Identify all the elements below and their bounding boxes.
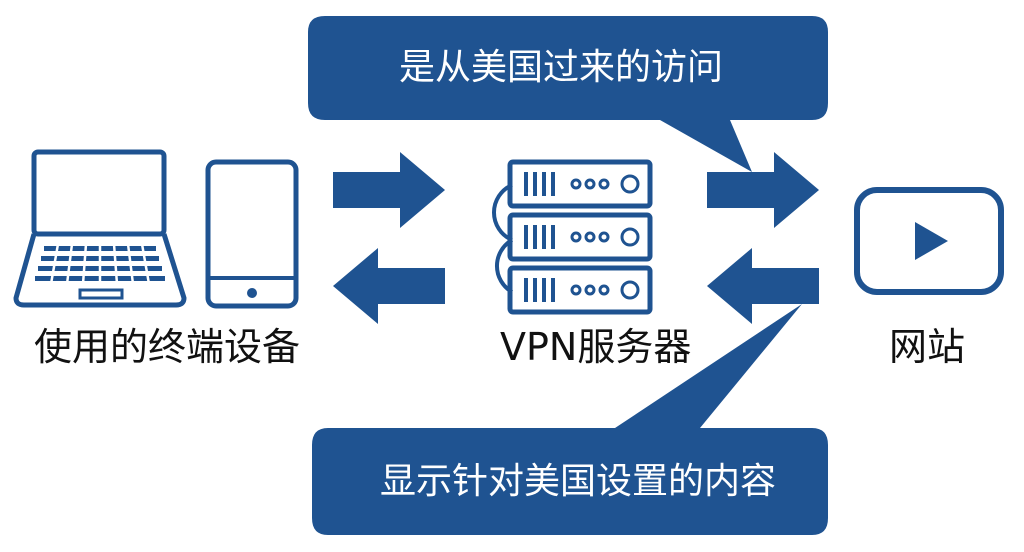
top-callout-bubble	[308, 16, 828, 172]
vpn-server-label: VPN服务器	[500, 325, 692, 369]
arrow-website-to-vpn	[707, 248, 819, 324]
arrow-vpn-to-website	[707, 152, 819, 228]
arrow-vpn-to-device	[333, 248, 445, 324]
arrow-device-to-vpn	[333, 152, 445, 228]
server-stack-icon	[491, 159, 653, 315]
tablet-icon	[205, 159, 299, 309]
top-callout-text: 是从美国过来的访问	[399, 47, 724, 88]
bottom-callout-text: 显示针对美国设置的内容	[380, 461, 777, 502]
website-label: 网站	[889, 325, 966, 369]
laptop-icon	[13, 149, 187, 308]
device-label: 使用的终端设备	[34, 325, 301, 369]
video-play-icon	[854, 187, 1004, 295]
bottom-callout-bubble	[312, 304, 828, 535]
